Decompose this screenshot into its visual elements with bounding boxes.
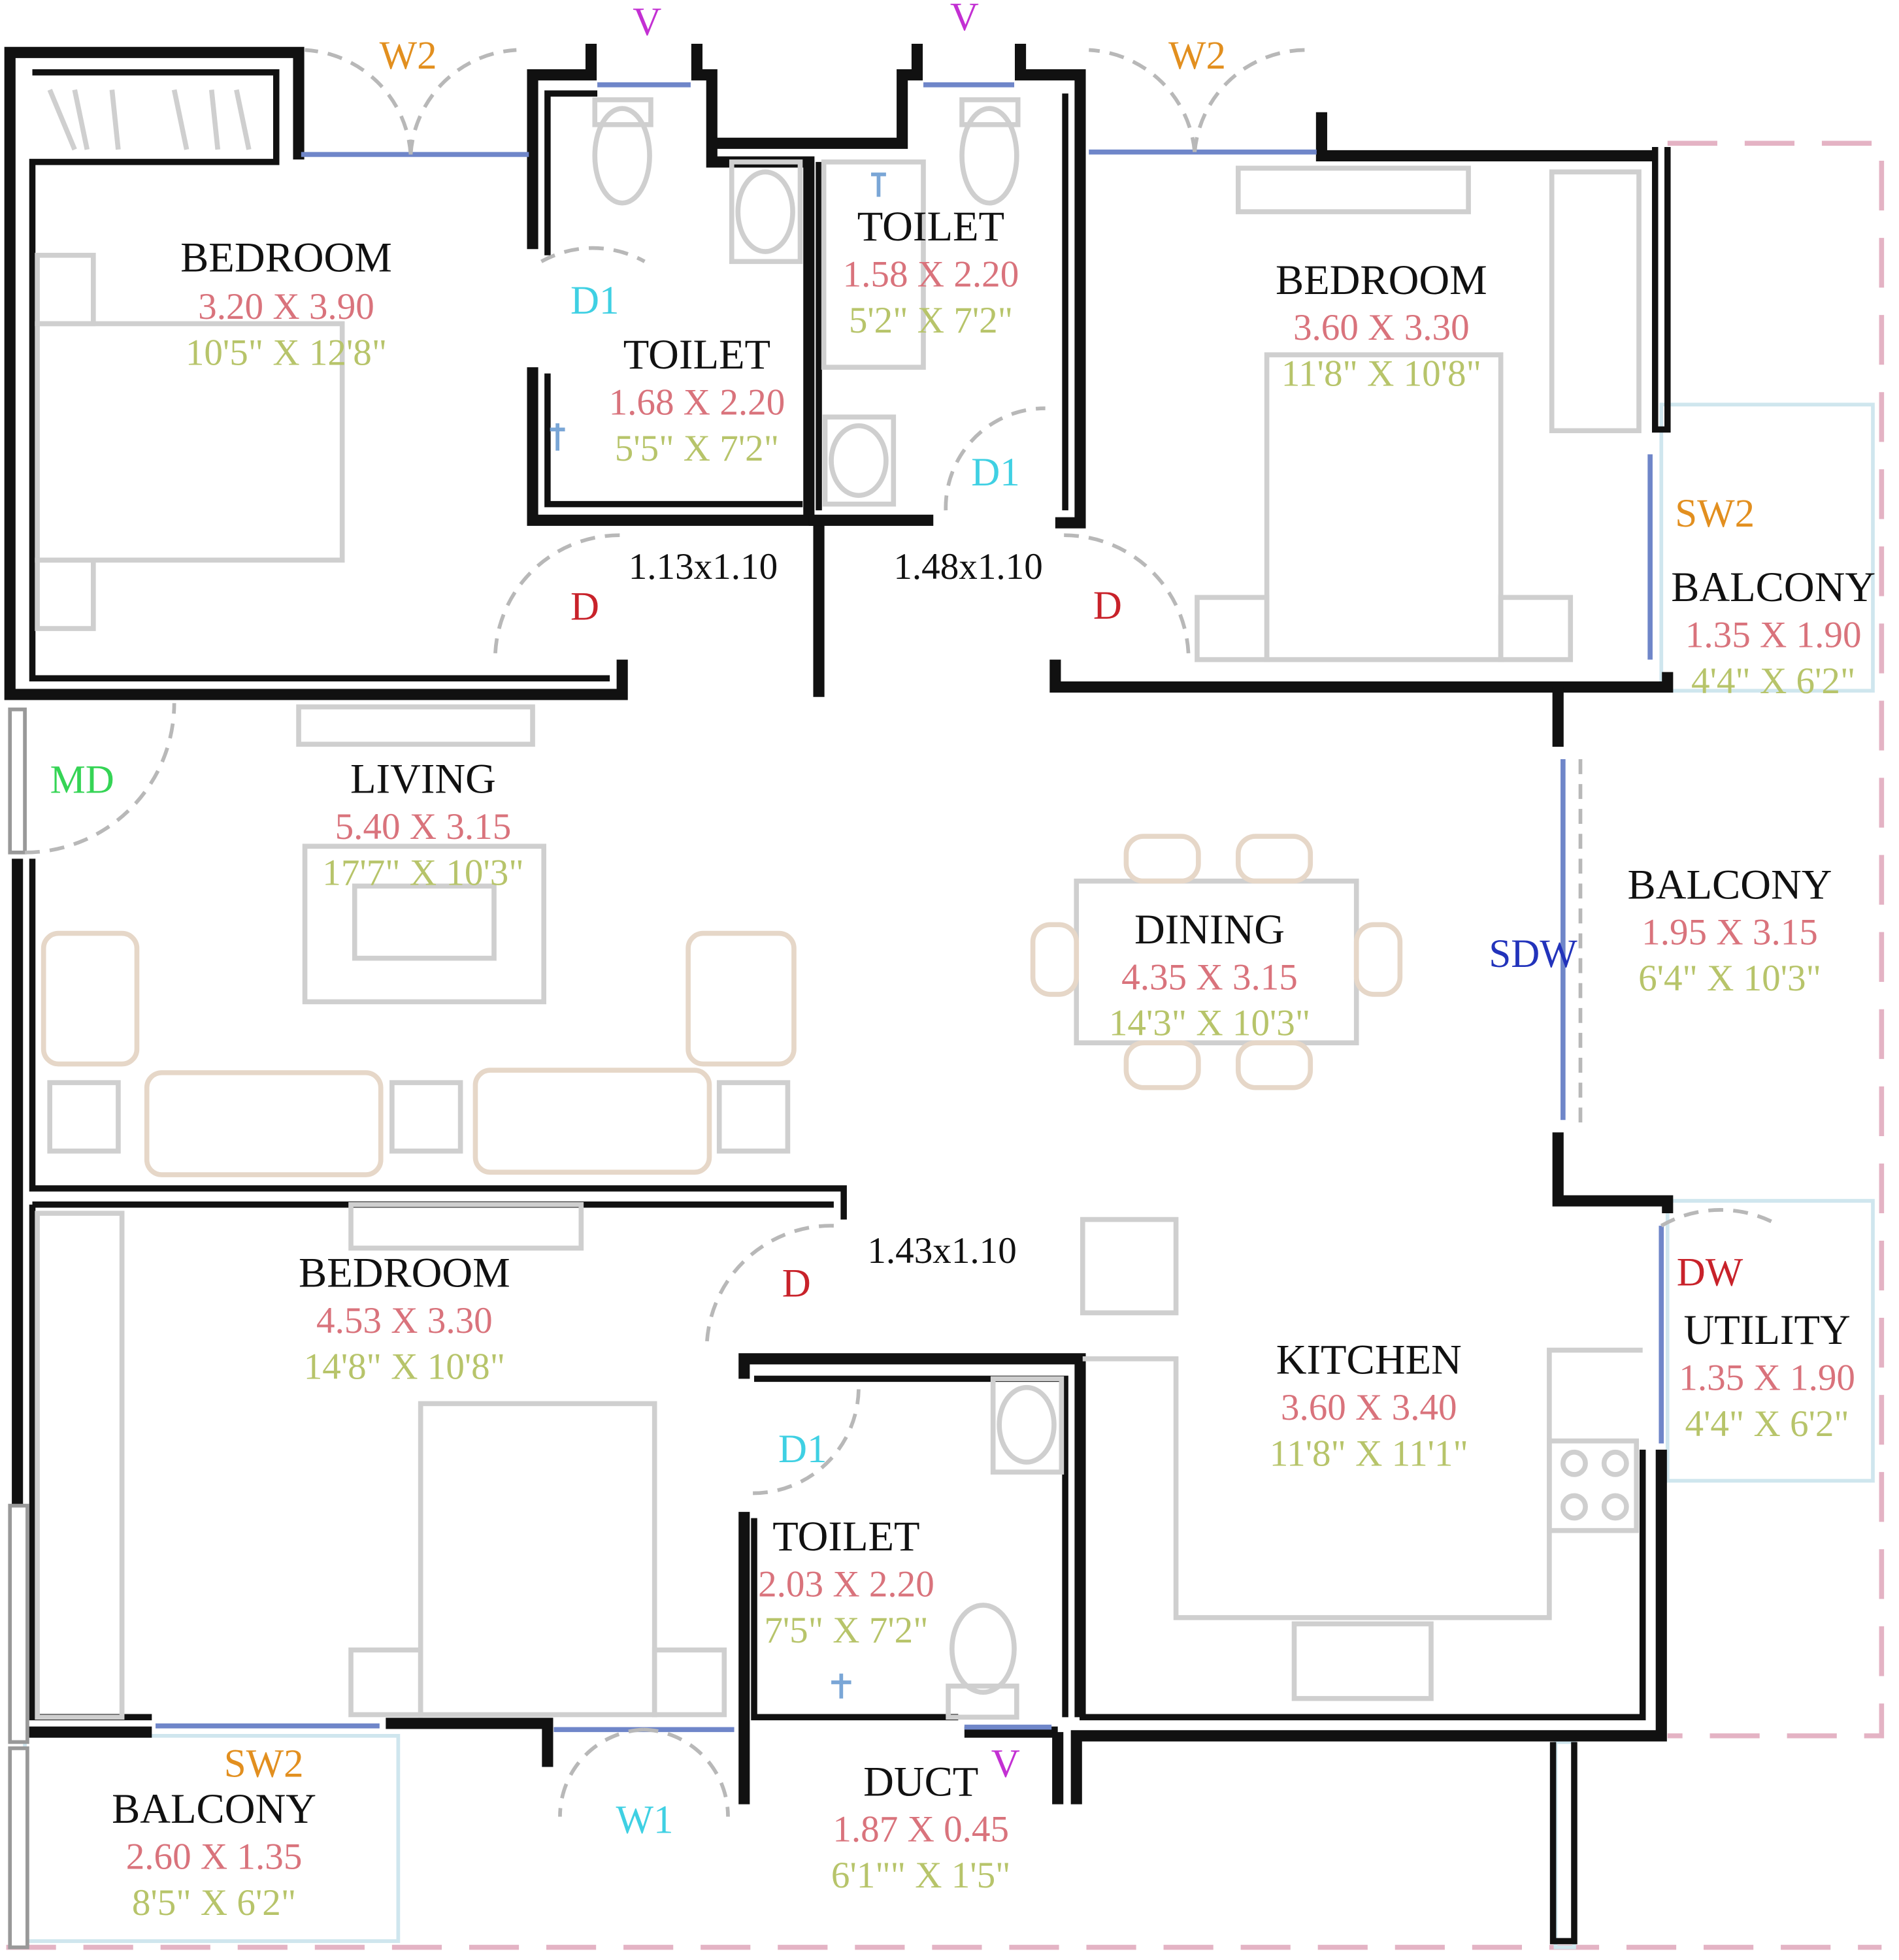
room-imperial: 7'5" X 7'2" (764, 1610, 928, 1651)
door-label-d-right: D (1093, 584, 1122, 628)
room-name: TOILET (623, 331, 770, 378)
room-name: TOILET (772, 1513, 919, 1560)
room-name: BEDROOM (1276, 257, 1487, 304)
door-label-d-left: D (570, 585, 599, 629)
room-bedroom-top-right: BEDROOM 3.60 X 3.30 11'8" X 10'8" (1276, 257, 1487, 395)
passage-dimensions: 1.13x1.10 1.48x1.10 1.43x1.10 (629, 546, 1043, 1271)
room-dining: DINING 4.35 X 3.15 14'3" X 10'3" (1109, 906, 1310, 1044)
room-metric: 1.35 X 1.90 (1685, 615, 1862, 656)
opening-labels: W2 W2 V V V D1 D1 D1 D D D MD SW2 SW2 SD… (50, 0, 1755, 1842)
room-metric: 2.03 X 2.20 (758, 1564, 934, 1605)
room-living: LIVING 5.40 X 3.15 17'7" X 10'3" (322, 755, 523, 893)
room-imperial: 8'5" X 6'2" (132, 1882, 296, 1923)
room-metric: 1.68 X 2.20 (609, 382, 785, 423)
door-label-dw: DW (1677, 1251, 1743, 1295)
room-metric: 1.35 X 1.90 (1679, 1357, 1855, 1398)
room-imperial: 6'1"" X 1'5" (831, 1855, 1011, 1896)
room-toilet-top-mid: TOILET 1.68 X 2.20 5'5" X 7'2" (609, 331, 785, 469)
room-balcony-right-top: BALCONY 1.35 X 1.90 4'4" X 6'2" (1671, 564, 1875, 702)
room-imperial: 11'8" X 11'1" (1270, 1433, 1468, 1475)
passage-dimension: 1.13x1.10 (629, 546, 778, 587)
room-name: BEDROOM (180, 234, 392, 281)
window-label-sw2-bottom: SW2 (224, 1742, 304, 1786)
room-metric: 3.60 X 3.40 (1281, 1387, 1457, 1428)
door-label-d1-top-right: D1 (971, 451, 1019, 495)
door-label-d1-bottom: D1 (778, 1428, 827, 1471)
door-label-d1-top-left: D1 (570, 279, 619, 323)
tap-icons (550, 172, 886, 1699)
room-name: DUCT (863, 1758, 978, 1805)
room-name: TOILET (857, 203, 1004, 250)
room-imperial: 11'8" X 10'8" (1281, 353, 1481, 395)
door-label-d-bottom: D (782, 1262, 811, 1306)
window-label-w2-right: W2 (1168, 34, 1226, 78)
door-label-sdw: SDW (1489, 932, 1577, 976)
outer-dashed-boundary (6, 140, 1885, 1950)
ventilator-label-duct: V (991, 1742, 1020, 1786)
room-metric: 1.87 X 0.45 (833, 1809, 1009, 1850)
room-name: BALCONY (112, 1786, 316, 1833)
room-name: UTILITY (1684, 1307, 1851, 1354)
room-name: BALCONY (1671, 564, 1875, 611)
ventilator-label-left: V (633, 1, 661, 44)
door-label-main: MD (50, 758, 114, 802)
passage-dimension: 1.43x1.10 (867, 1230, 1016, 1271)
room-imperial: 5'2" X 7'2" (849, 300, 1013, 341)
room-metric: 4.35 X 3.15 (1121, 956, 1298, 998)
room-metric: 1.58 X 2.20 (843, 253, 1019, 295)
room-name: DINING (1134, 906, 1285, 953)
room-imperial: 5'5" X 7'2" (615, 428, 779, 469)
room-balcony-right-mid: BALCONY 1.95 X 3.15 6'4" X 10'3" (1628, 861, 1832, 999)
room-imperial: 17'7" X 10'3" (322, 852, 523, 893)
window-label-w2-left: W2 (380, 34, 437, 78)
window-label-sw2-right: SW2 (1675, 492, 1755, 536)
furniture (35, 88, 1643, 1720)
room-metric: 5.40 X 3.15 (335, 806, 512, 847)
door-swings (25, 48, 1781, 1817)
room-name: LIVING (350, 755, 496, 802)
room-imperial: 4'4" X 6'2" (1691, 661, 1855, 702)
room-utility: UTILITY 1.35 X 1.90 4'4" X 6'2" (1679, 1307, 1855, 1445)
room-duct: DUCT 1.87 X 0.45 6'1"" X 1'5" (831, 1758, 1011, 1896)
window-label-w1: W1 (616, 1798, 673, 1842)
room-bedroom-bottom: BEDROOM 4.53 X 3.30 14'8" X 10'8" (299, 1249, 510, 1387)
room-metric: 1.95 X 3.15 (1642, 912, 1818, 953)
ventilator-label-mid: V (950, 0, 979, 39)
room-balcony-bottom: BALCONY 2.60 X 1.35 8'5" X 6'2" (112, 1786, 316, 1923)
room-imperial: 10'5" X 12'8" (186, 332, 387, 373)
room-metric: 3.20 X 3.90 (198, 286, 374, 327)
room-imperial: 4'4" X 6'2" (1685, 1403, 1849, 1445)
room-imperial: 6'4" X 10'3" (1638, 958, 1821, 999)
room-metric: 2.60 X 1.35 (126, 1837, 303, 1878)
room-name: KITCHEN (1276, 1337, 1462, 1384)
passage-dimension: 1.48x1.10 (893, 546, 1042, 587)
room-metric: 3.60 X 3.30 (1293, 307, 1470, 348)
room-kitchen: KITCHEN 3.60 X 3.40 11'8" X 11'1" (1270, 1337, 1468, 1475)
room-name: BEDROOM (299, 1249, 510, 1296)
room-imperial: 14'3" X 10'3" (1109, 1003, 1310, 1044)
room-metric: 4.53 X 3.30 (316, 1300, 493, 1341)
room-bedroom-top-left: BEDROOM 3.20 X 3.90 10'5" X 12'8" (180, 234, 392, 373)
room-name: BALCONY (1628, 861, 1832, 908)
room-imperial: 14'8" X 10'8" (304, 1346, 505, 1387)
wall-columns (8, 707, 29, 1950)
room-toilet-bottom: TOILET 2.03 X 2.20 7'5" X 7'2" (758, 1513, 934, 1651)
room-toilet-top-right: TOILET 1.58 X 2.20 5'2" X 7'2" (843, 203, 1019, 341)
